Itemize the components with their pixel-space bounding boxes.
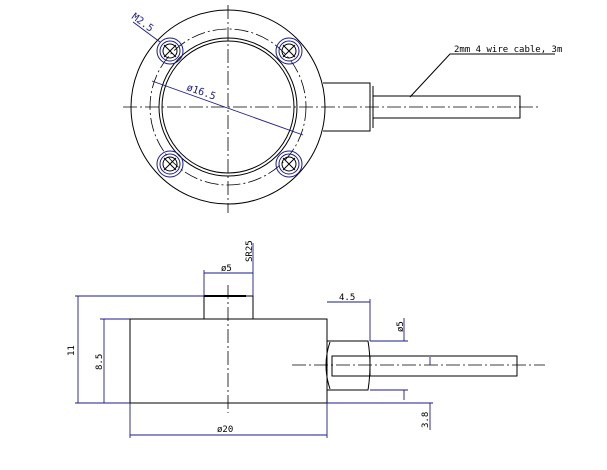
cable-note: 2mm 4 wire cable, 3m	[454, 45, 562, 55]
sphere-radius-label: SR25	[245, 240, 255, 262]
inner-ring-outer	[158, 37, 298, 177]
hole-leader	[132, 21, 161, 43]
bolt-circle	[149, 28, 307, 186]
total-height-label: 11	[67, 345, 77, 356]
side-view: 11 8.5 ø20 ø5 SR25 4.5 ø5 3.8	[67, 240, 545, 438]
top-view: M2.5 ø16.5 2mm 4 wire cable, 3m	[123, 5, 562, 213]
top-boss	[203, 295, 254, 320]
connector-stub	[323, 82, 371, 132]
cable	[373, 95, 521, 119]
body-height-label: 8.5	[95, 354, 105, 370]
body-diameter-label: ø20	[217, 425, 233, 435]
hole-label: M2.5	[129, 12, 155, 35]
side-cable	[370, 355, 518, 377]
bolt-hole	[156, 150, 184, 178]
bolt-hole	[156, 37, 184, 65]
bolt-hole	[275, 150, 303, 178]
cable-note-leader	[409, 53, 555, 98]
connector-inner	[331, 355, 371, 377]
body	[129, 318, 328, 404]
connector-diameter-label: ø5	[396, 321, 406, 332]
cable-offset-label: 3.8	[421, 412, 431, 428]
connector-length-label: 4.5	[339, 293, 355, 303]
inner-ring	[161, 40, 295, 174]
bolt-hole	[275, 37, 303, 65]
outer-flange	[130, 9, 326, 205]
connector	[327, 340, 371, 391]
boss-diameter-label: ø5	[221, 264, 232, 274]
diameter-label: ø16.5	[185, 82, 217, 102]
diameter-dimension-line	[151, 80, 304, 136]
bolt-holes	[156, 37, 303, 178]
